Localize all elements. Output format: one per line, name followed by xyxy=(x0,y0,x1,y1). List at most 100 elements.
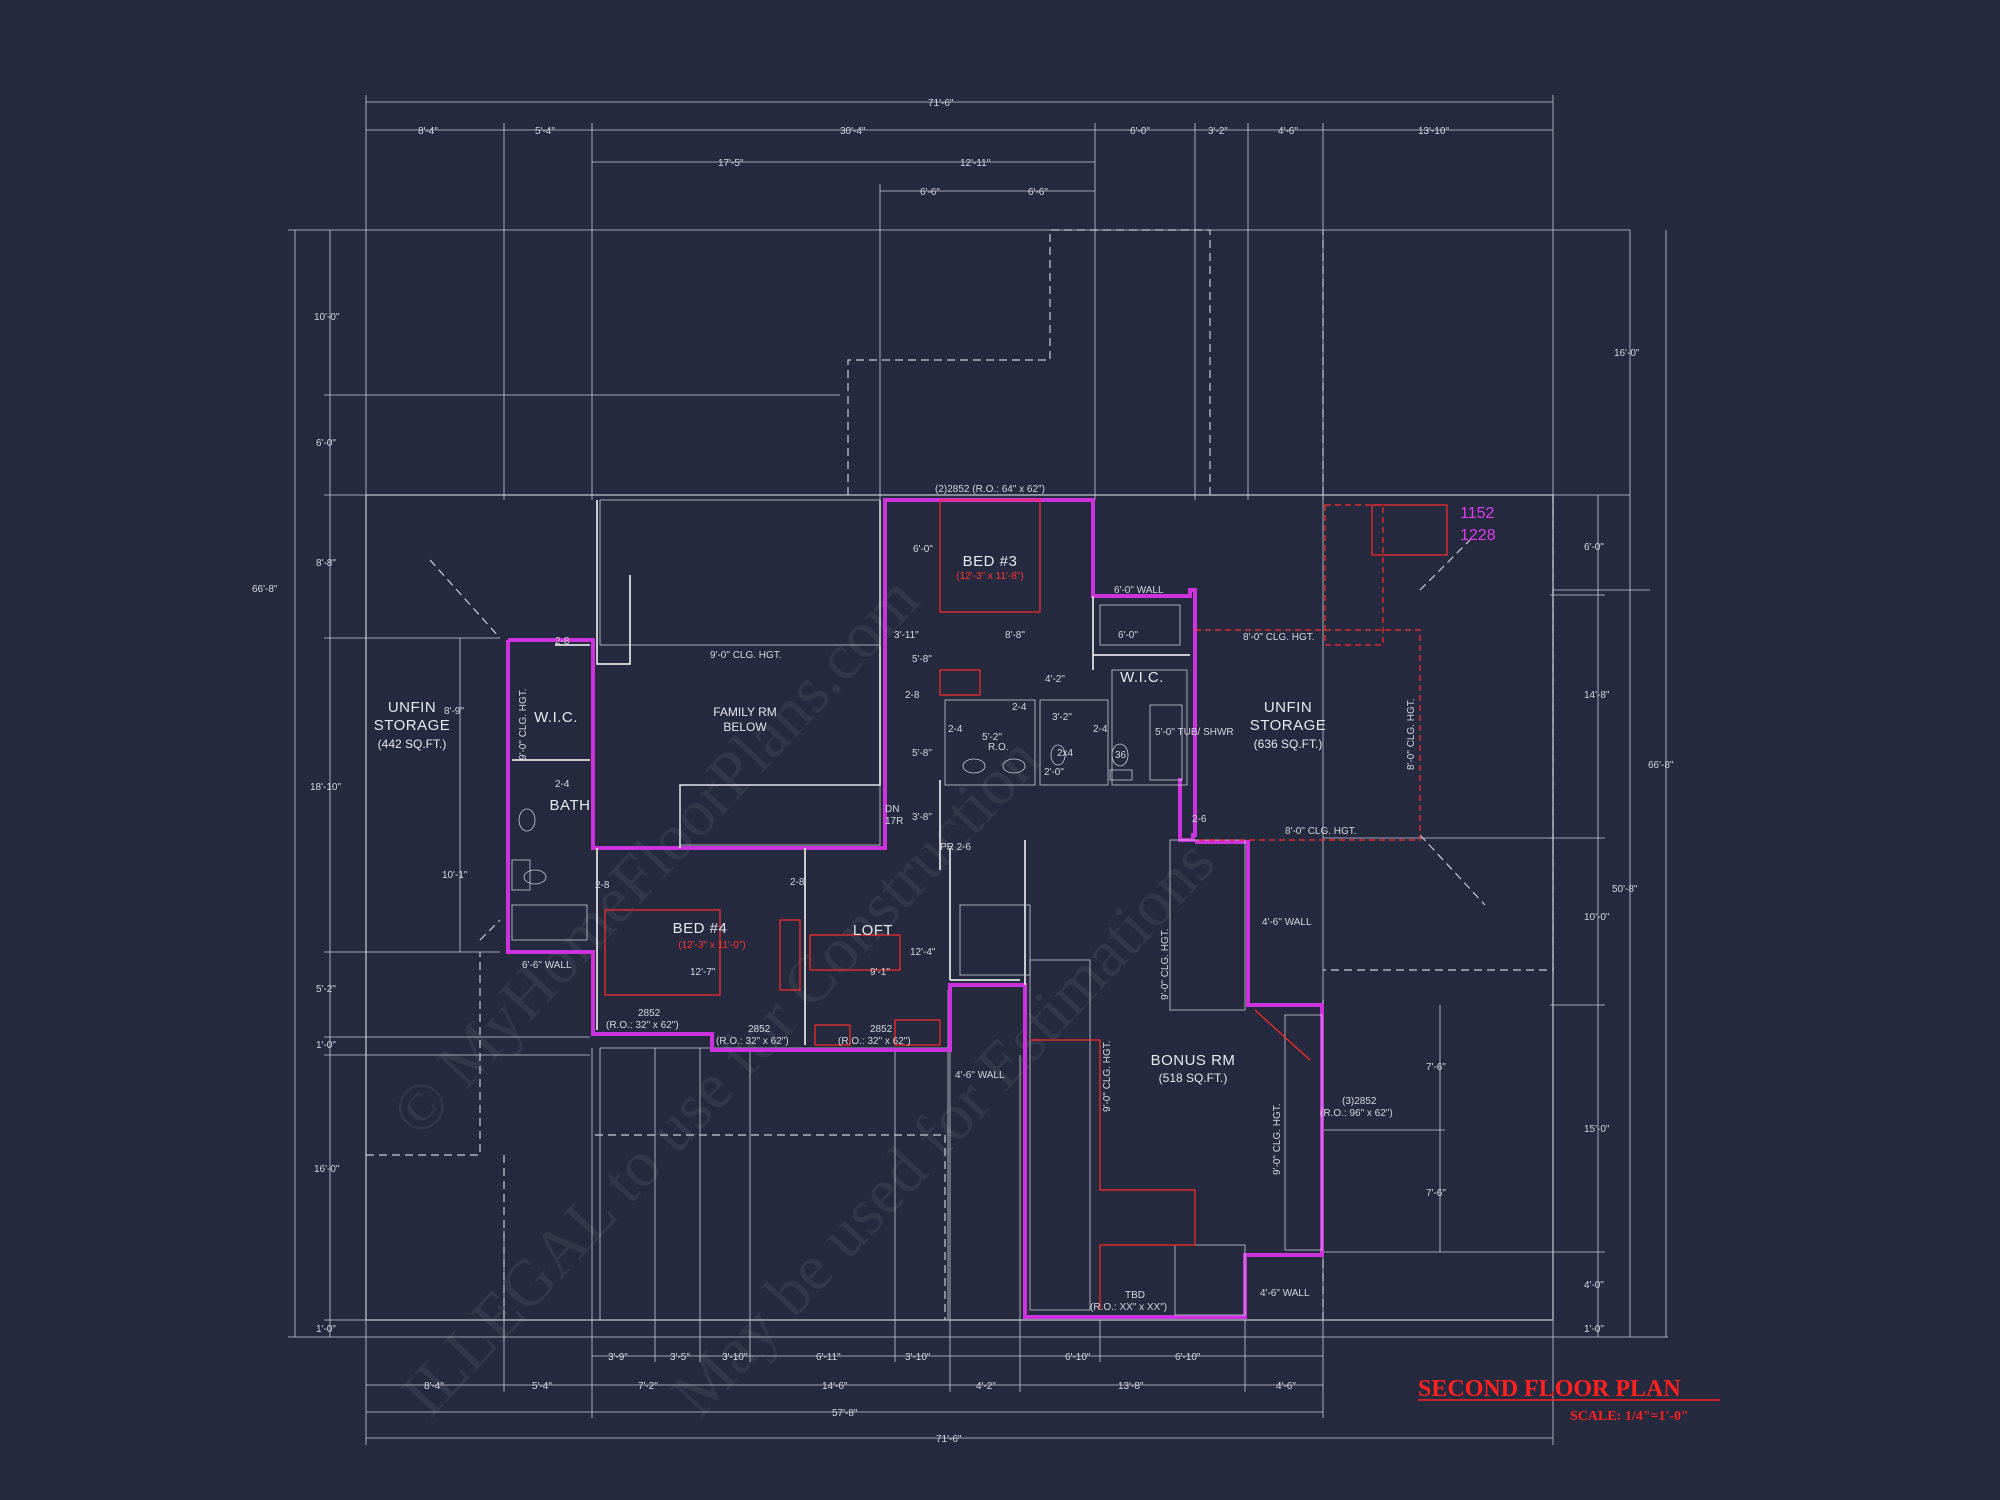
note-2-0: 2'-0" xyxy=(1044,767,1064,778)
note-4-2: 4'-2" xyxy=(1045,674,1065,685)
note-5-8b: 5'-8" xyxy=(912,748,932,759)
unfin-right-area: (636 SQ.FT.) xyxy=(1254,737,1323,751)
dim-bottom-2: 3'-5" xyxy=(670,1352,690,1363)
note-9-1: 9'-1" xyxy=(870,967,890,978)
right-dimensions xyxy=(1320,230,1667,1337)
note-window-bonus-a: (3)2852 xyxy=(1342,1096,1377,1107)
note-window-loft-b: (R.O.: 32" x 62") xyxy=(838,1036,911,1047)
stairs-bonus xyxy=(959,839,1323,1316)
dim-right-inner-2: 7'-6" xyxy=(1426,1188,1446,1199)
note-6-0a: 6'-0" xyxy=(913,544,933,555)
note-2-4b: 2-4 xyxy=(948,724,963,735)
note-pr: PR 2-6 xyxy=(940,842,972,853)
stair-risers: 17R xyxy=(885,816,903,827)
note-clg-family: 9'-0" CLG. HGT. xyxy=(710,650,782,661)
dim-top-row2-2: 12'-11" xyxy=(960,158,991,169)
bed4-size: (12'-3" x 11'-0") xyxy=(678,940,745,951)
note-ro: R.O. xyxy=(988,742,1009,753)
note-clg-bonus-2: 9'-0" CLG. HGT. xyxy=(1102,1040,1113,1112)
dim-bottom-6: 6'-10" xyxy=(1065,1352,1091,1363)
top-dimensions xyxy=(365,95,1554,500)
wic-left-label: W.I.C. xyxy=(534,709,578,726)
dim-right-5: 15'-0" xyxy=(1584,1124,1610,1135)
dim-top-4: 6'-0" xyxy=(1130,126,1150,137)
dim-right-3: 14'-8" xyxy=(1584,690,1610,701)
family-name-1: FAMILY RM xyxy=(713,705,777,719)
plan-scale: SCALE: 1/4"=1'-0" xyxy=(1570,1409,1689,1424)
note-clg-bonus-3: 9'-0" CLG. HGT. xyxy=(1272,1103,1283,1175)
dim-right-overall: 66'-8" xyxy=(1648,760,1674,771)
dim-top-5: 3'-2" xyxy=(1208,126,1228,137)
dim-bottom-r2-2: 5'-4" xyxy=(532,1381,552,1392)
bed3-name: BED #3 xyxy=(963,553,1018,570)
dim-bottom-1: 3'-9" xyxy=(608,1352,628,1363)
dim-bottom-5: 3'-10" xyxy=(905,1352,931,1363)
note-clg-bonus-1: 9'-0" CLG. HGT. xyxy=(1160,928,1171,1000)
note-clg-right-bottom: 8'-0" CLG. HGT. xyxy=(1285,826,1357,837)
bed4-name: BED #4 xyxy=(673,920,728,937)
dim-bottom-r2-1: 8'-4" xyxy=(424,1381,444,1392)
dim-top-2: 5'-4" xyxy=(535,126,555,137)
note-2-8a: 2-8 xyxy=(555,636,570,647)
dim-right-1: 16'-0" xyxy=(1614,348,1640,359)
note-window-bed3: (2)2852 (R.O.: 64" x 62") xyxy=(935,484,1045,495)
note-tbd-b: (R.O.: XX" x XX") xyxy=(1090,1302,1167,1313)
note-wall-left: 6'-6" WALL xyxy=(522,960,572,971)
dim-left-8: 1'-0" xyxy=(316,1324,336,1335)
magenta-label-2: 1228 xyxy=(1460,527,1496,544)
dim-left-2: 6'-0" xyxy=(316,438,336,449)
dim-bottom-r2-5: 4'-2" xyxy=(976,1381,996,1392)
dim-left-7: 16'-0" xyxy=(314,1164,340,1175)
note-wall-bonus-1: 4'-6" WALL xyxy=(1262,917,1312,928)
dim-right-7: 1'-0" xyxy=(1584,1324,1604,1335)
dim-left-5: 5'-2" xyxy=(316,984,336,995)
loft-label: LOFT xyxy=(853,922,893,939)
unfin-left-name-1: UNFIN xyxy=(388,699,436,716)
magenta-label-1: 1152 xyxy=(1460,505,1495,522)
dim-top-6: 4'-6" xyxy=(1278,126,1298,137)
dim-right-4: 10'-0" xyxy=(1584,912,1610,923)
note-2-4a: 2-4 xyxy=(555,779,570,790)
furniture xyxy=(604,499,1421,1310)
note-12-4: 12'-4" xyxy=(910,947,936,958)
wic-right-label: W.I.C. xyxy=(1120,669,1164,686)
dim-left-inner-1: 8'-9" xyxy=(444,706,464,717)
note-wall-bonus-3: 4'-6" WALL xyxy=(1260,1288,1310,1299)
stair-dn: DN xyxy=(885,804,899,815)
note-window-loft-a: 2852 xyxy=(870,1024,893,1035)
dim-left-1: 10'-0" xyxy=(314,312,340,323)
dim-bottom-r2-6: 13'-8" xyxy=(1118,1381,1144,1392)
family-name-2: BELOW xyxy=(723,720,767,734)
dim-left-4: 18'-10" xyxy=(310,782,341,793)
dim-top-7: 13'-10" xyxy=(1418,126,1449,137)
bottom-dimensions xyxy=(365,1000,1554,1445)
note-2x4: 2x4 xyxy=(1057,748,1074,759)
dim-bottom-r2-7: 4'-6" xyxy=(1276,1381,1296,1392)
watermark-line-3: May be used for Estimations xyxy=(658,825,1229,1430)
bed3-size: (12'-3" x 11'-8") xyxy=(956,571,1023,582)
dim-bottom-overall: 71'-6" xyxy=(936,1434,962,1445)
note-3-2: 3'-2" xyxy=(1052,712,1072,723)
note-wall-bed3: 6'-0" WALL xyxy=(1114,585,1164,596)
dim-bottom-3: 3'-10" xyxy=(722,1352,748,1363)
unfin-right-name-1: UNFIN xyxy=(1264,699,1312,716)
stairs-family xyxy=(679,784,881,846)
note-2-8c: 2-8 xyxy=(790,877,805,888)
note-window-mid-a: 2852 xyxy=(748,1024,771,1035)
note-8-8: 8'-8" xyxy=(1005,630,1025,641)
note-clg-left: 9'-0" CLG. HGT. xyxy=(518,688,529,760)
note-12-7: 12'-7" xyxy=(690,967,716,978)
bonus-name: BONUS RM xyxy=(1151,1052,1236,1069)
dim-bottom-4: 6'-11" xyxy=(816,1352,841,1363)
note-2-8b: 2-8 xyxy=(595,880,610,891)
note-3-8: 3'-8" xyxy=(912,812,932,823)
bath-label: BATH xyxy=(550,797,591,814)
note-window-bonus-b: (R.O.: 96" x 62") xyxy=(1320,1108,1393,1119)
dim-left-3: 8'-8" xyxy=(316,558,336,569)
watermark: © MyHomeFloorPlans.com ILLEGAL to use fo… xyxy=(378,562,1229,1430)
dim-top-1: 8'-4" xyxy=(418,126,438,137)
dim-top-3: 30'-4" xyxy=(840,126,866,137)
note-6-0b: 6'-0" xyxy=(1118,630,1138,641)
dim-bottom-7: 6'-10" xyxy=(1175,1352,1201,1363)
